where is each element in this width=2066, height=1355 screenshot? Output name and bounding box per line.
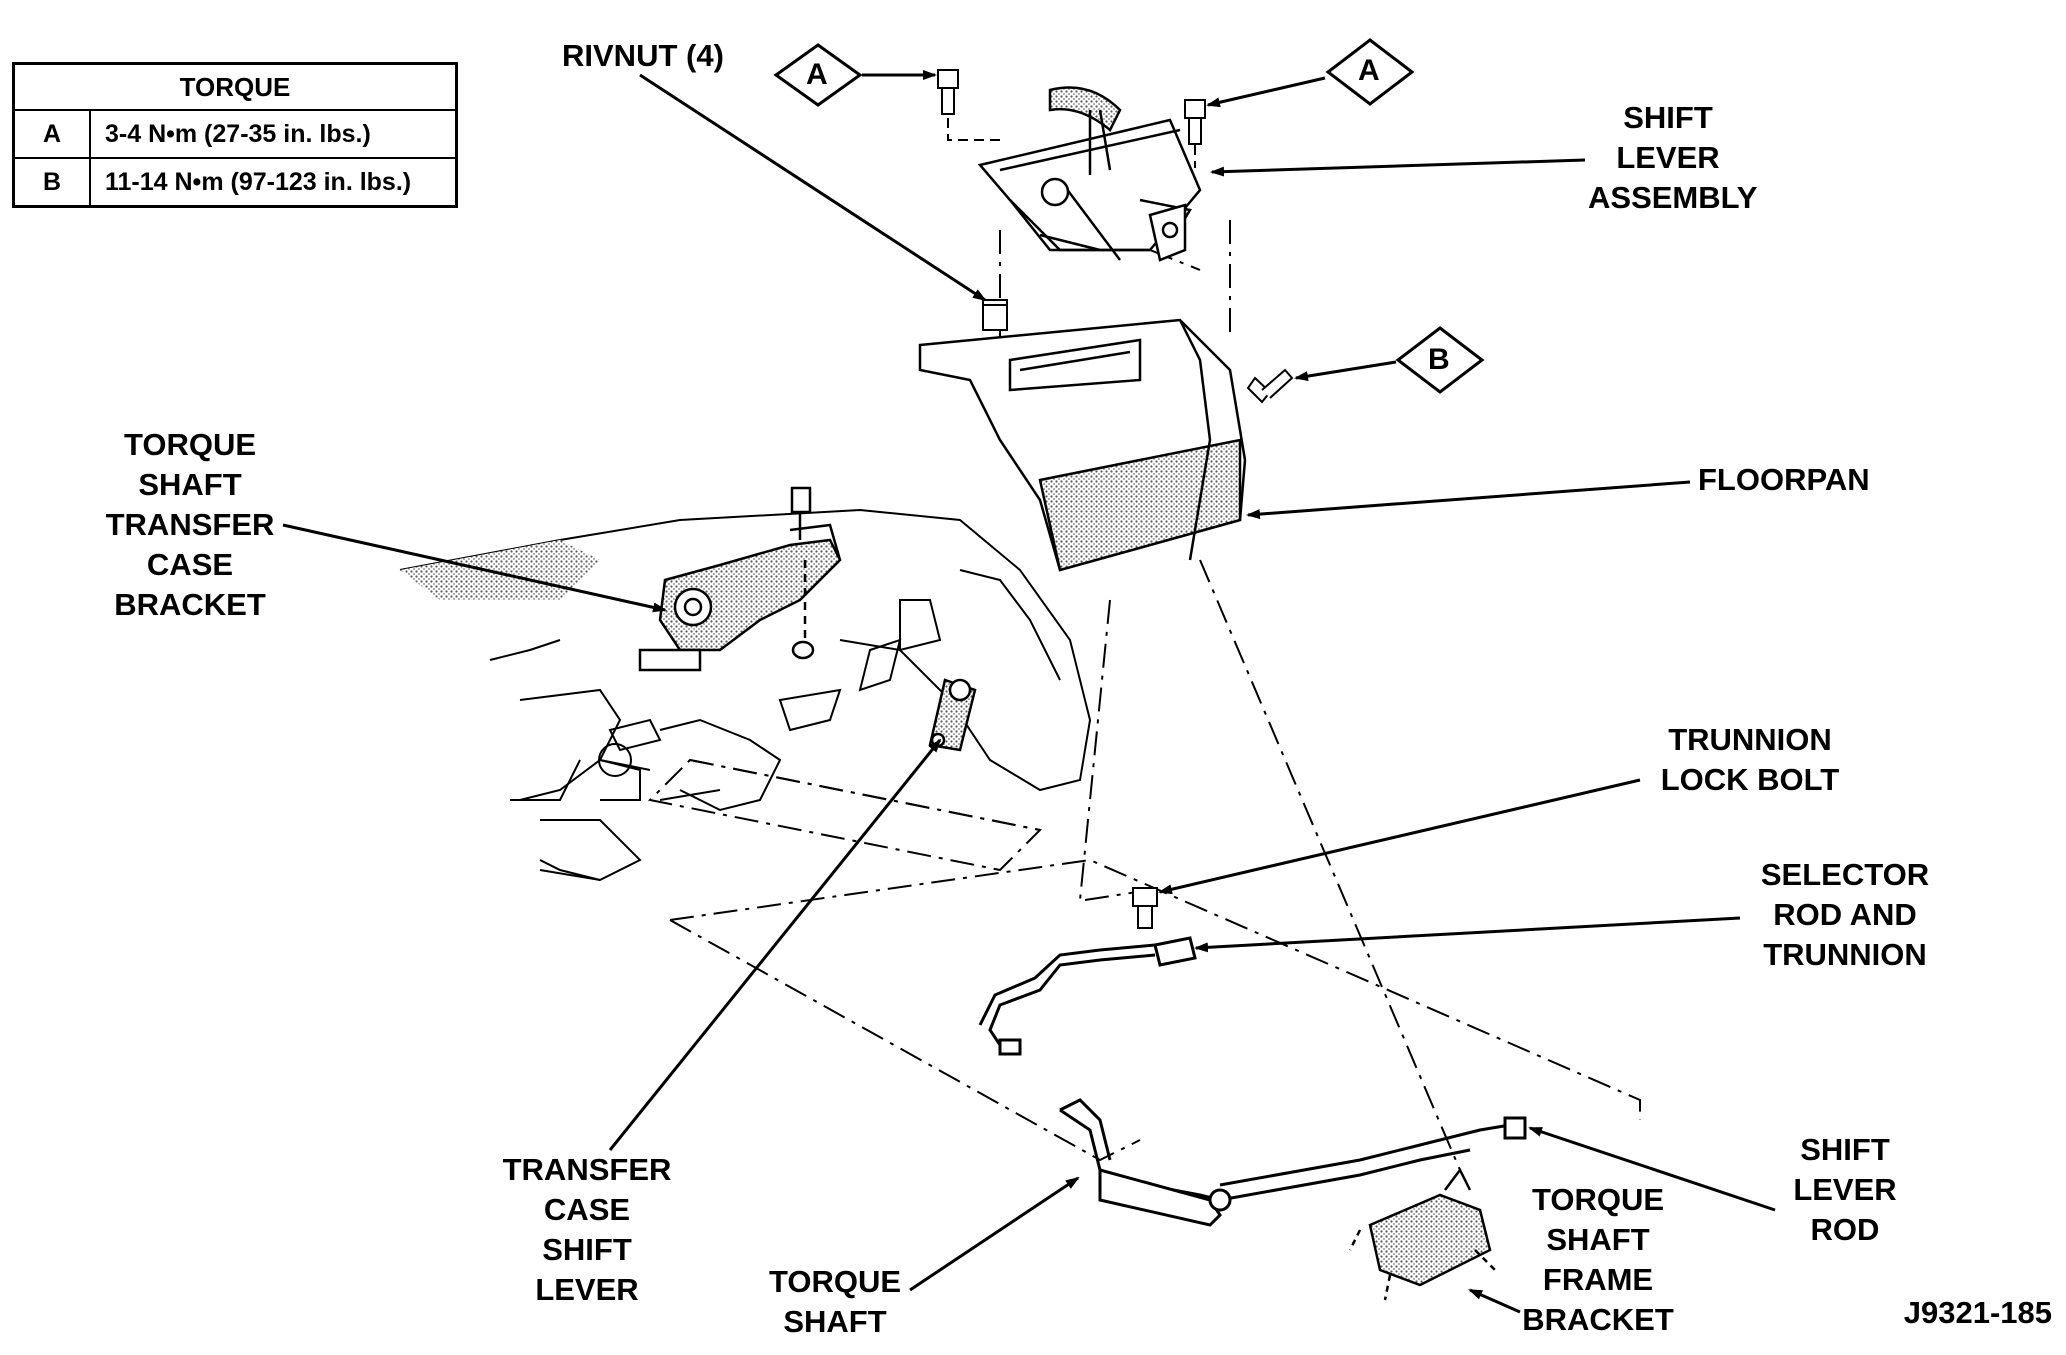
torque-table-header: TORQUE	[15, 65, 455, 111]
label-line: SHIFT	[1623, 100, 1713, 135]
selector-rod-part	[978, 936, 1197, 1056]
label-shift-lever-rod: SHIFT LEVER ROD	[1785, 1130, 1905, 1250]
label-line: CASE	[543, 1192, 631, 1227]
marker-a-left-letter: A	[806, 58, 828, 91]
label-shift-lever-assembly: SHIFT LEVER ASSEMBLY	[1588, 98, 1758, 218]
torque-table: TORQUE A 3-4 N•m (27-35 in. lbs.) B 11-1…	[12, 62, 458, 208]
label-selector-rod-and-trunnion: SELECTOR ROD AND TRUNNION	[1745, 855, 1945, 975]
torque-table-row-a: A 3-4 N•m (27-35 in. lbs.)	[15, 111, 455, 157]
label-line: TORQUE	[123, 427, 257, 462]
label-line: SHAFT	[1546, 1222, 1650, 1257]
trunnion-lock-bolt-part	[1132, 887, 1158, 929]
label-line: TRUNNION	[1668, 722, 1832, 757]
label-line: LEVER	[1616, 140, 1720, 175]
label-line: LEVER	[535, 1272, 639, 1307]
label-line: SHAFT	[138, 467, 242, 502]
label-line: LEVER	[1793, 1172, 1897, 1207]
label-torque-shaft-frame-bracket: TORQUE SHAFT FRAME BRACKET	[1518, 1180, 1678, 1340]
label-line: TRANSFER	[105, 507, 275, 542]
torque-screws-a	[937, 69, 1206, 168]
torque-key-b: B	[15, 159, 91, 205]
label-transfer-case-shift-lever: TRANSFER CASE SHIFT LEVER	[497, 1150, 677, 1310]
label-line: TORQUE	[768, 1264, 902, 1299]
shift-lever-assembly-part	[977, 86, 1202, 262]
marker-a-right-letter: A	[1358, 54, 1380, 87]
label-floorpan: FLOORPAN	[1698, 462, 1870, 497]
torque-key-a: A	[15, 111, 91, 157]
label-line: FRAME	[1542, 1262, 1654, 1297]
label-torque-shaft-transfer-case-bracket: TORQUE SHAFT TRANSFER CASE BRACKET	[100, 425, 280, 625]
torque-table-row-b: B 11-14 N•m (97-123 in. lbs.)	[15, 157, 455, 205]
transfer-case-shift-lever-part	[928, 678, 977, 752]
rivnut-part	[982, 299, 1008, 331]
floorpan-part	[918, 318, 1247, 572]
label-line: TRANSFER	[502, 1152, 672, 1187]
label-line: LOCK BOLT	[1660, 762, 1840, 797]
label-line: ASSEMBLY	[1588, 180, 1758, 215]
label-trunnion-lock-bolt: TRUNNION LOCK BOLT	[1650, 720, 1850, 800]
label-line: BRACKET	[114, 587, 266, 622]
label-line: ROD AND	[1773, 897, 1917, 932]
label-rivnut: RIVNUT (4)	[562, 38, 724, 73]
frame-bracket-part	[1348, 1167, 1496, 1301]
torque-bolt-b	[1246, 368, 1294, 404]
transfer-case-bracket-part	[638, 486, 842, 672]
torque-value-b: 11-14 N•m (97-123 in. lbs.)	[105, 168, 412, 196]
label-line: SHIFT	[1800, 1132, 1890, 1167]
figure-id: J9321-185	[1903, 1295, 2052, 1330]
transmission-shading	[400, 540, 600, 600]
torque-marker-a-right	[1325, 38, 1415, 106]
leader-lines	[282, 70, 1776, 1314]
label-line: CASE	[146, 547, 234, 582]
torque-marker-a-left	[773, 43, 863, 107]
label-line: ROD	[1810, 1212, 1880, 1247]
label-line: SHIFT	[542, 1232, 632, 1267]
label-line: TORQUE	[1531, 1182, 1665, 1217]
torque-value-a: 3-4 N•m (27-35 in. lbs.)	[105, 120, 371, 148]
label-torque-shaft: TORQUE SHAFT	[760, 1262, 910, 1342]
torque-marker-b	[1395, 326, 1485, 394]
label-line: SELECTOR	[1760, 857, 1930, 892]
torque-shaft-part	[1059, 1098, 1527, 1227]
label-line: TRUNNION	[1763, 937, 1927, 972]
marker-b-letter: B	[1428, 343, 1450, 376]
label-line: SHAFT	[783, 1304, 887, 1339]
label-line: BRACKET	[1522, 1302, 1674, 1337]
